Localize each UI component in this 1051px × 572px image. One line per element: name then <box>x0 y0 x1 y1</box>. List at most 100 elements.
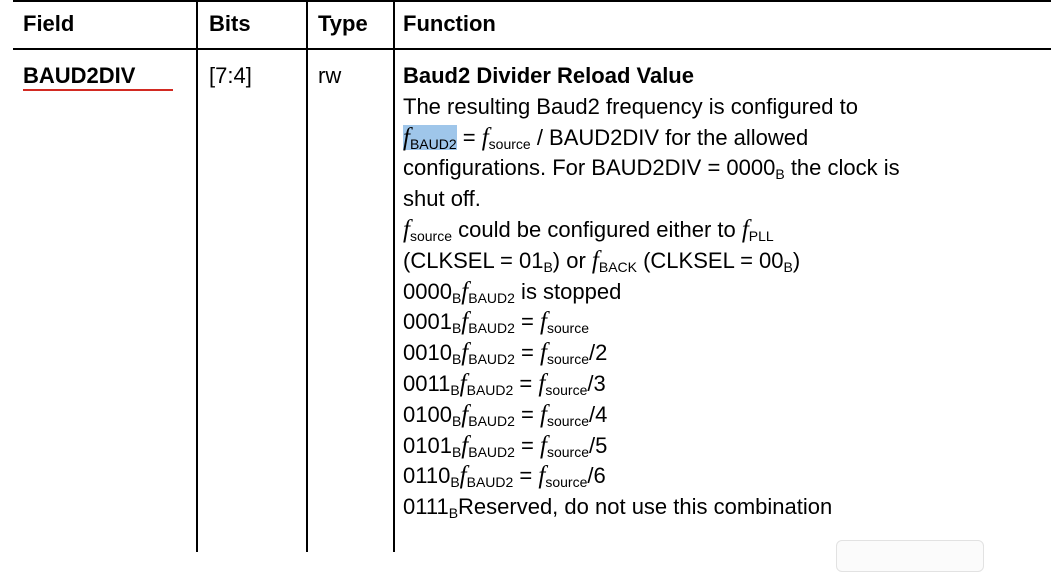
f-symbol: f <box>461 308 469 336</box>
f-symbol: f <box>591 246 599 274</box>
f-symbol: f <box>540 339 547 367</box>
f-symbol: f <box>538 462 546 490</box>
function-line-4: shut off. <box>403 186 481 212</box>
subscript: PLL <box>748 227 774 244</box>
text: (CLKSEL = 00 <box>636 247 784 273</box>
subscript: B <box>451 412 462 429</box>
value-code: 0110 <box>403 463 451 489</box>
function-line-1: The resulting Baud2 frequency is configu… <box>403 93 858 119</box>
subscript: B <box>450 474 460 491</box>
subscript: B <box>451 289 462 306</box>
subscript: source <box>545 381 588 398</box>
f-symbol: f <box>741 215 749 243</box>
f-symbol: f <box>461 277 469 305</box>
value-row: 0101BfBAUD2 = fsource/5 <box>403 431 1043 462</box>
equals-sign: = <box>514 309 541 335</box>
subscript: B <box>451 443 462 460</box>
value-divider: /5 <box>589 432 608 458</box>
subscript: B <box>451 351 462 368</box>
field-function: Baud2 Divider Reload Value The resulting… <box>403 61 1043 523</box>
f-symbol: f <box>481 123 489 151</box>
value-row: 0110BfBAUD2 = fsource/6 <box>403 461 1043 492</box>
subscript: BAUD2 <box>466 381 514 398</box>
text: ) or <box>552 247 592 273</box>
value-divider: /6 <box>587 463 606 489</box>
value-code: 0100 <box>403 401 452 427</box>
column-divider-3 <box>393 0 395 552</box>
value-code: 0001 <box>403 309 452 335</box>
equals-sign: = <box>514 340 541 366</box>
subscript: source <box>546 351 589 368</box>
register-field-table: Field Bits Type Function BAUD2DIV [7:4] … <box>13 0 1051 552</box>
subscript: B <box>783 258 793 275</box>
f-symbol: f <box>540 400 547 428</box>
header-bits: Bits <box>209 11 251 36</box>
header-field: Field <box>23 11 75 36</box>
text: ) <box>792 247 801 273</box>
value-divider: /3 <box>587 370 606 396</box>
value-code: 0111 <box>403 494 449 520</box>
subscript: B <box>448 505 459 522</box>
overlay-popup-edge <box>836 540 984 572</box>
value-row: 0000BfBAUD2 is stopped <box>403 277 1043 308</box>
subscript: B <box>451 320 462 337</box>
function-line-5: fsource could be configured either to fP… <box>403 215 1043 246</box>
subscript: source <box>409 227 452 244</box>
subscript: B <box>543 258 553 275</box>
equals-sign: = <box>513 463 539 489</box>
header-function: Function <box>403 11 496 36</box>
function-line-6: (CLKSEL = 01B) or fBACK (CLKSEL = 00B) <box>403 246 1043 277</box>
field-type: rw <box>318 63 342 88</box>
f-symbol: f <box>459 369 467 397</box>
value-divider: /4 <box>589 401 608 427</box>
table-top-border <box>13 0 1051 2</box>
subscript: source <box>488 135 531 152</box>
value-code: 0011 <box>403 370 451 396</box>
subscript: BAUD2 <box>468 320 515 337</box>
value-code: 0101 <box>403 432 452 458</box>
value-row: 0010BfBAUD2 = fsource/2 <box>403 338 1043 369</box>
f-symbol: f <box>403 123 410 151</box>
value-divider: /2 <box>589 340 608 366</box>
function-line-3: configurations. For BAUD2DIV = 0000B the… <box>403 153 1043 184</box>
highlighted-f-baud2: fBAUD2 <box>403 123 457 152</box>
subscript: source <box>545 474 588 491</box>
subscript: BAUD2 <box>409 135 457 152</box>
text: (CLKSEL = 01 <box>403 247 544 273</box>
value-row: 0001BfBAUD2 = fsource <box>403 307 1043 338</box>
value-row: 0100BfBAUD2 = fsource/4 <box>403 400 1043 431</box>
equals-sign: = <box>514 401 541 427</box>
value-description: is stopped <box>514 278 622 304</box>
value-description: Reserved, do not use this combination <box>458 494 833 520</box>
value-code: 0000 <box>403 278 452 304</box>
equals-sign: = <box>513 370 539 396</box>
subscript: BAUD2 <box>468 412 515 429</box>
text: / BAUD2DIV for the allowed <box>530 124 809 150</box>
f-symbol: f <box>540 308 547 336</box>
text: could be configured either to <box>451 216 742 242</box>
subscript: source <box>546 412 589 429</box>
subscript: BAUD2 <box>468 289 515 306</box>
equals-sign: = <box>456 124 482 150</box>
red-underline-annotation <box>23 89 173 91</box>
header-bottom-border <box>13 48 1051 50</box>
f-symbol: f <box>461 400 469 428</box>
text: configurations. For BAUD2DIV = 0000 <box>403 155 776 181</box>
f-symbol: f <box>461 431 469 459</box>
function-title: Baud2 Divider Reload Value <box>403 63 694 88</box>
value-row: 0011BfBAUD2 = fsource/3 <box>403 369 1043 400</box>
f-symbol: f <box>461 339 469 367</box>
subscript: BAUD2 <box>468 443 515 460</box>
function-line-2: fBAUD2 = fsource / BAUD2DIV for the allo… <box>403 123 1043 154</box>
f-symbol: f <box>540 431 547 459</box>
text: the clock is <box>784 155 900 181</box>
header-type: Type <box>318 11 368 36</box>
equals-sign: = <box>514 432 541 458</box>
f-symbol: f <box>459 462 467 490</box>
subscript: BACK <box>598 258 637 275</box>
subscript: source <box>546 443 589 460</box>
subscript: BAUD2 <box>466 474 514 491</box>
f-symbol: f <box>538 369 546 397</box>
f-symbol: f <box>403 215 410 243</box>
subscript: source <box>546 320 589 337</box>
